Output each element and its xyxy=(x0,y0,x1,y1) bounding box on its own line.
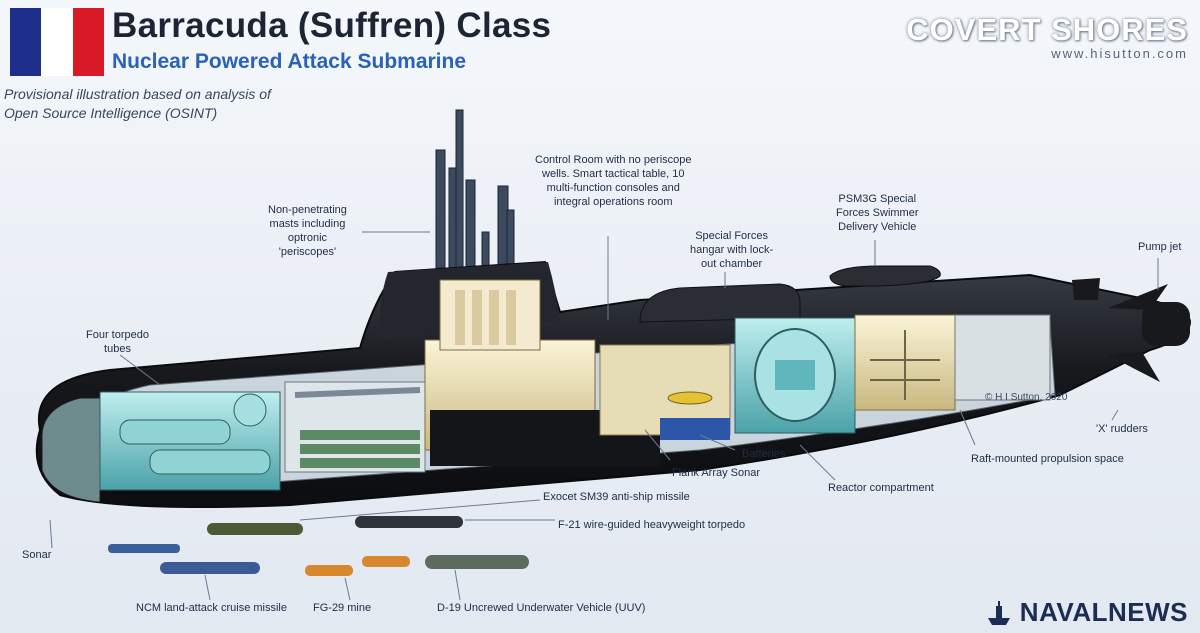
psm3g-sdv xyxy=(829,265,941,287)
label-ncm: NCM land-attack cruise missile xyxy=(136,602,287,614)
naval-news-text: NAVALNEWS xyxy=(1019,597,1188,627)
label-sonar: Sonar xyxy=(22,549,52,561)
leader-lines xyxy=(49,231,1159,601)
label-f21: F-21 wire-guided heavyweight torpedo xyxy=(558,519,746,531)
label-control-room-line-3: multi-function consoles and xyxy=(546,182,680,194)
label-masts: Non-penetrating masts including optronic… xyxy=(268,203,347,259)
naval-news-ship-icon xyxy=(987,600,1010,625)
label-control-room-line-4: integral operations room xyxy=(553,196,673,208)
label-fg29: FG-29 mine xyxy=(313,602,372,614)
label-masts-line-4: 'periscopes' xyxy=(278,246,337,258)
france-flag-icon xyxy=(10,8,104,76)
label-psm3g-line-3: Delivery Vehicle xyxy=(838,221,917,233)
brand-url: www.hisutton.com xyxy=(1051,46,1188,61)
label-psm3g-line-2: Forces Swimmer xyxy=(836,207,919,219)
masts xyxy=(435,109,515,269)
covert-shores-logo: COVERT SHORES www.hisutton.com xyxy=(906,12,1188,62)
f21 xyxy=(355,516,463,528)
naval-news-logo: NAVALNEWS xyxy=(984,597,1188,628)
label-psm3g: PSM3G Special Forces Swimmer Delivery Ve… xyxy=(836,192,919,234)
label-torpedo-tubes: Four torpedo tubes xyxy=(86,328,149,356)
torpedo-room xyxy=(99,391,281,491)
label-masts-line-2: masts including xyxy=(269,218,346,230)
copyright-text: © H I Sutton, 2020 xyxy=(985,392,1068,403)
osint-note-line-1: Provisional illustration based on analys… xyxy=(4,86,271,102)
label-flank-array: Flank Array Sonar xyxy=(672,467,761,479)
label-torpedo-tubes-line-1: Four torpedo xyxy=(86,329,149,341)
pump-jet-and-rudders xyxy=(1072,278,1190,382)
ncm xyxy=(160,562,260,574)
label-sf-hangar-line-1: Special Forces xyxy=(695,230,768,242)
weapons-display xyxy=(108,516,529,576)
label-reactor: Reactor compartment xyxy=(828,482,934,494)
osint-note-line-2: Open Source Intelligence (OSINT) xyxy=(4,105,218,121)
label-psm3g-line-1: PSM3G Special xyxy=(838,193,917,205)
label-d19: D-19 Uncrewed Underwater Vehicle (UUV) xyxy=(437,602,646,614)
label-raft: Raft-mounted propulsion space xyxy=(971,453,1124,465)
label-batteries: Batteries xyxy=(742,448,786,460)
label-sf-hangar: Special Forces hangar with lock- out cha… xyxy=(690,229,773,271)
label-x-rudders: 'X' rudders xyxy=(1096,423,1148,435)
osint-note: Provisional illustration based on analys… xyxy=(4,85,304,123)
exocet xyxy=(207,523,303,535)
label-masts-line-1: Non-penetrating xyxy=(268,204,347,216)
label-sf-hangar-line-3: out chamber xyxy=(701,258,763,270)
reactor-compartment-cutaway xyxy=(734,317,856,434)
ncm-top xyxy=(108,544,180,553)
d19 xyxy=(425,555,529,569)
page-title: Barracuda (Suffren) Class xyxy=(112,6,552,45)
label-control-room-line-1: Control Room with no periscope xyxy=(535,154,692,166)
label-masts-line-3: optronic xyxy=(287,232,328,244)
label-control-room-line-2: wells. Smart tactical table, 10 xyxy=(542,168,685,180)
label-pump-jet: Pump jet xyxy=(1138,241,1182,253)
label-sf-hangar-line-2: hangar with lock- xyxy=(690,244,774,256)
propulsion-space xyxy=(854,314,1051,411)
label-torpedo-tubes-line-2: tubes xyxy=(104,343,131,355)
weapons-stowage xyxy=(284,381,426,473)
label-control-room: Control Room with no periscope wells. Sm… xyxy=(535,153,692,209)
page-subtitle: Nuclear Powered Attack Submarine xyxy=(112,50,467,73)
batteries-bay xyxy=(599,344,731,440)
fg29-2 xyxy=(362,556,410,567)
fg29-1 xyxy=(305,565,353,576)
brand-name: COVERT SHORES xyxy=(906,12,1188,47)
label-exocet: Exocet SM39 anti-ship missile xyxy=(543,491,690,503)
sf-hangar xyxy=(639,283,801,323)
